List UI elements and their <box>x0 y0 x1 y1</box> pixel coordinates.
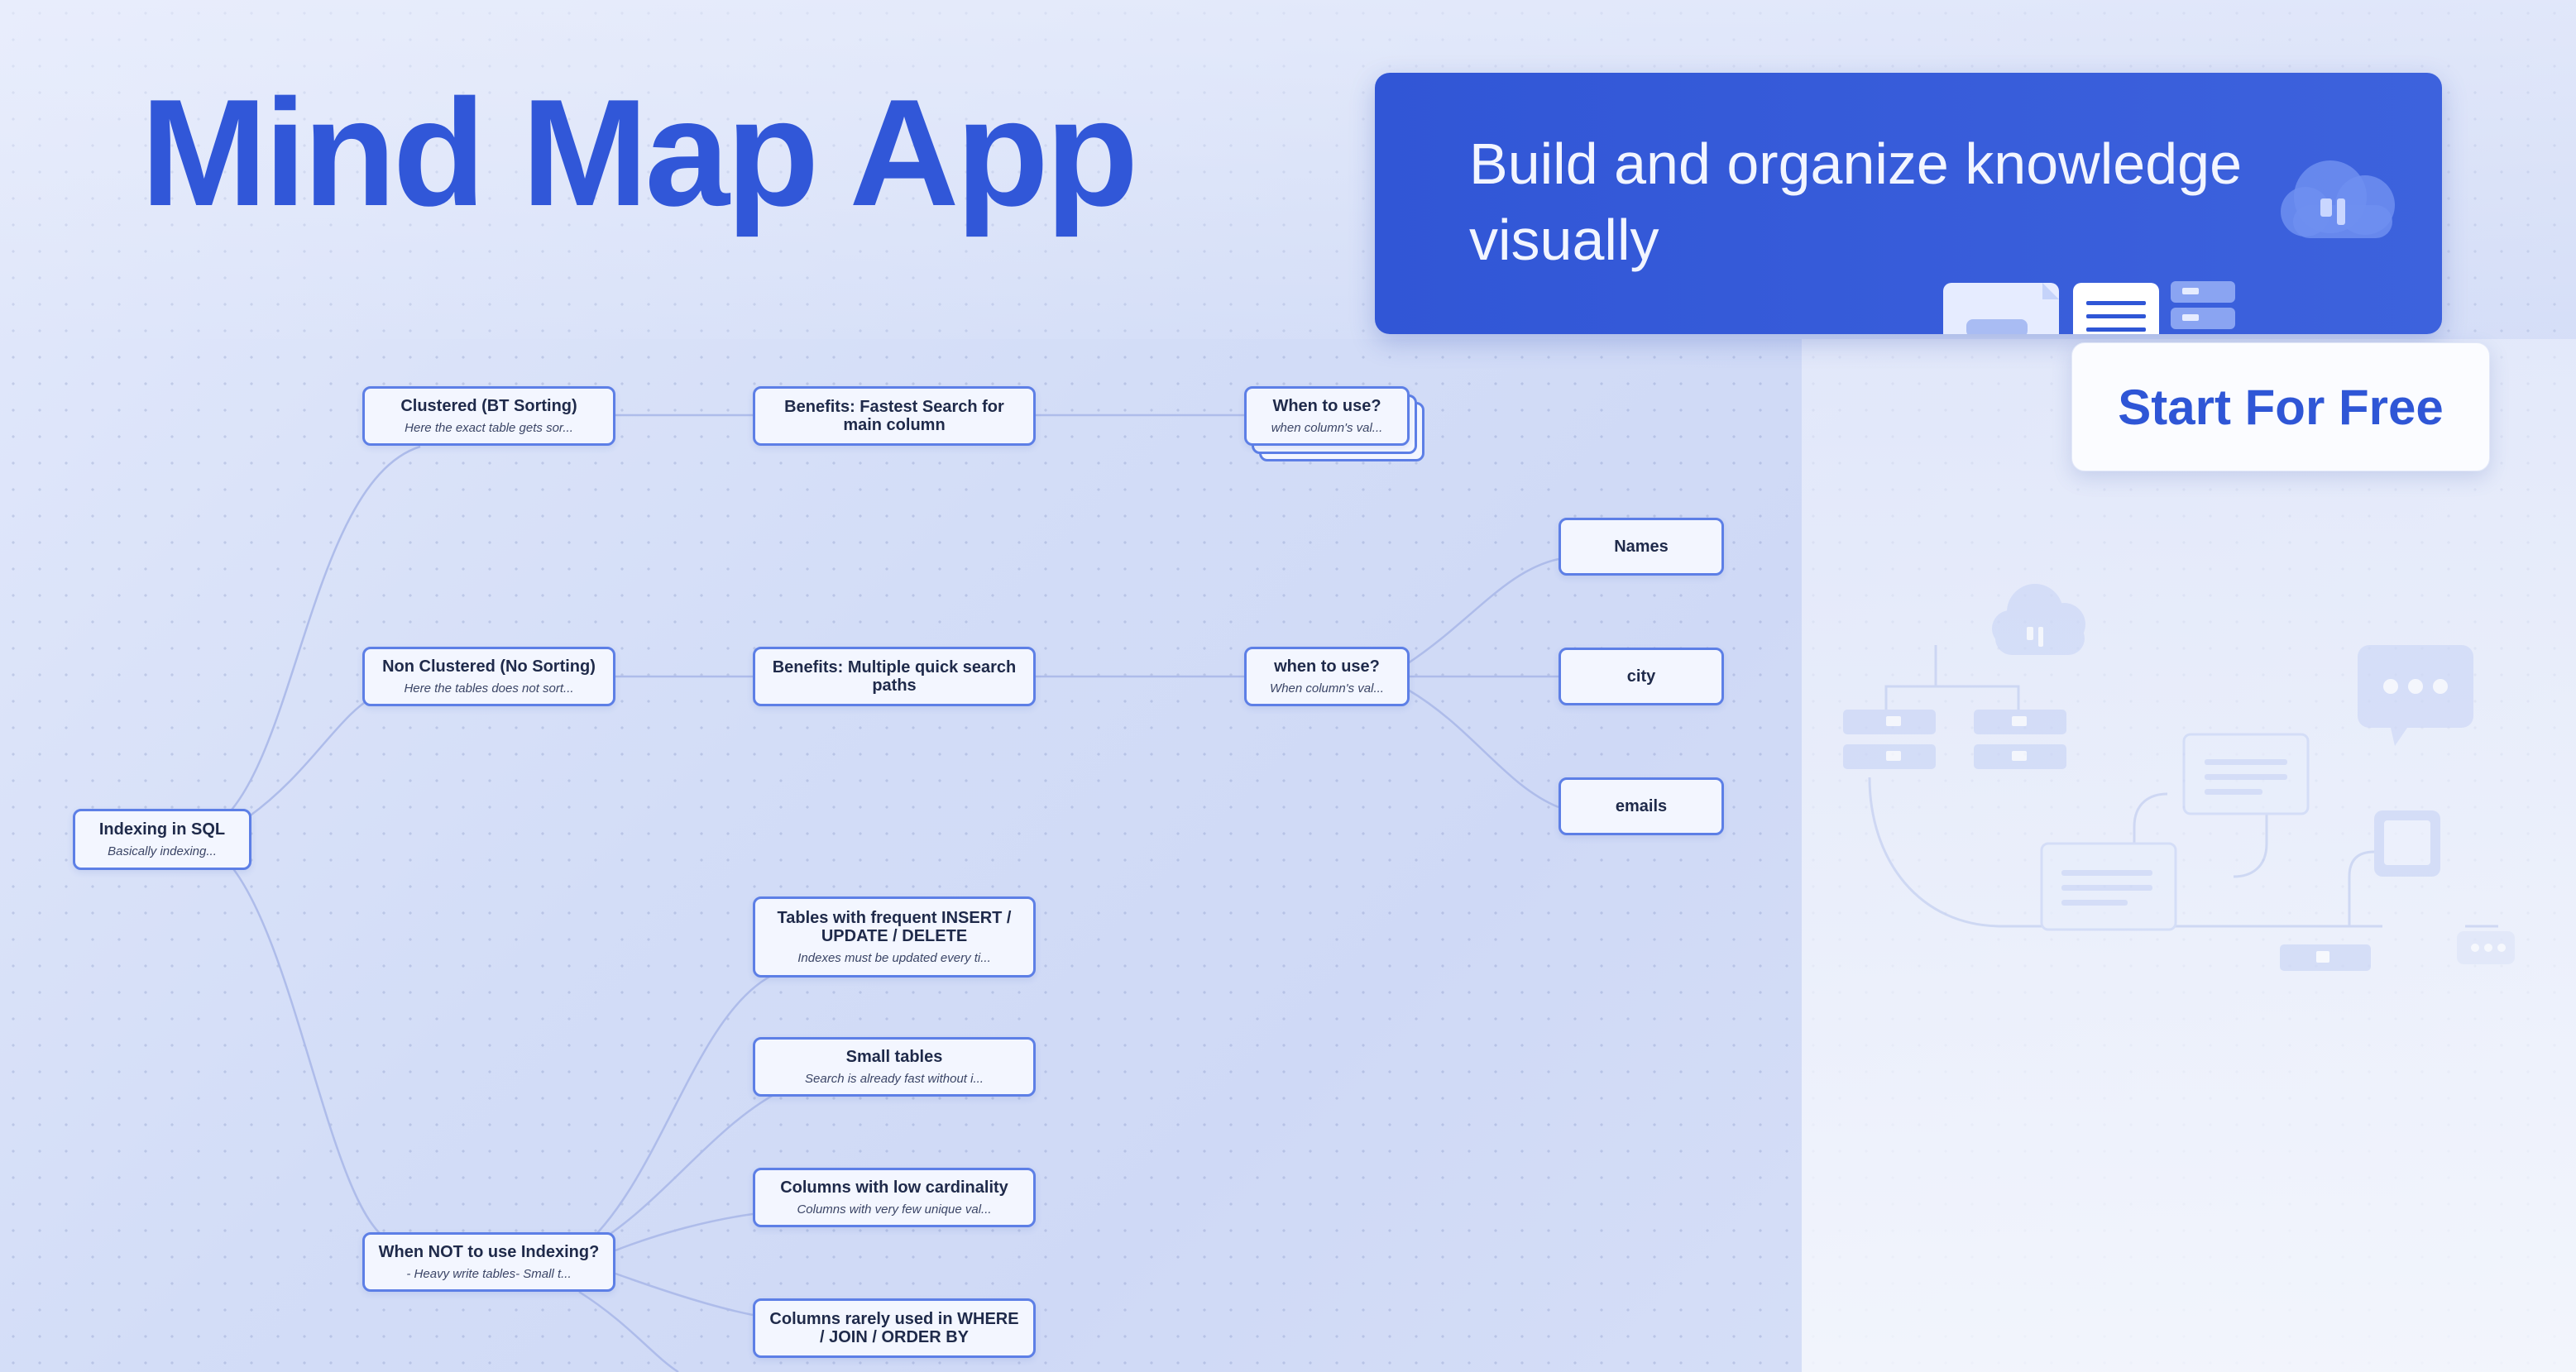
mindmap-node-emails[interactable]: emails <box>1559 777 1724 835</box>
menu-lines-icon <box>2073 283 2159 334</box>
tagline-banner: Build and organize knowledge visually <box>1375 73 2442 334</box>
mindmap-node-rarely-used[interactable]: Columns rarely used in WHERE / JOIN / OR… <box>753 1298 1036 1358</box>
node-title: Names <box>1614 538 1669 556</box>
chat-bubble-icon <box>2358 645 2473 746</box>
node-title: Columns rarely used in WHERE / JOIN / OR… <box>769 1310 1019 1346</box>
mindmap-node-root[interactable]: Indexing in SQL Basically indexing... <box>73 809 251 870</box>
mindmap-node-frequent-write[interactable]: Tables with frequent INSERT / UPDATE / D… <box>753 896 1036 978</box>
stacked-cards-icon <box>2171 281 2235 329</box>
mindmap-node-city[interactable]: city <box>1559 648 1724 705</box>
document-icon <box>1943 283 2059 334</box>
node-note: - Heavy write tables- Small t... <box>406 1267 572 1281</box>
mindmap-node-low-cardinality[interactable]: Columns with low cardinality Columns wit… <box>753 1168 1036 1227</box>
illustration-panel <box>1802 339 2576 1372</box>
start-for-free-button[interactable]: Start For Free <box>2071 342 2490 471</box>
node-title: city <box>1626 667 1656 686</box>
node-title: Columns with low cardinality <box>780 1178 1008 1197</box>
node-title: Clustered (BT Sorting) <box>400 397 577 415</box>
node-note: When column's val... <box>1270 681 1384 696</box>
tagline-text: Build and organize knowledge visually <box>1469 131 2242 272</box>
mindmap-node-benefit-multi[interactable]: Benefits: Multiple quick search paths <box>753 647 1036 706</box>
cloud-icon <box>1992 584 2085 655</box>
node-title: Benefits: Multiple quick search paths <box>772 658 1017 695</box>
node-note: Search is already fast without i... <box>805 1072 984 1086</box>
node-note: Basically indexing... <box>108 844 217 858</box>
node-title: When NOT to use Indexing? <box>378 1243 600 1261</box>
page-title: Mind Map App <box>141 67 1138 237</box>
node-title: emails <box>1615 797 1668 815</box>
flowchart-illustration <box>1843 584 2515 971</box>
node-note: Here the tables does not sort... <box>404 681 574 696</box>
node-title: Non Clustered (No Sorting) <box>382 657 596 676</box>
tablet-icon <box>2374 810 2440 877</box>
node-title: Tables with frequent INSERT / UPDATE / D… <box>777 909 1012 945</box>
mindmap-node-benefit-fast[interactable]: Benefits: Fastest Search for main column <box>753 386 1036 446</box>
node-note: when column's val... <box>1271 421 1383 435</box>
mindmap-node-small-tables[interactable]: Small tables Search is already fast with… <box>753 1037 1036 1097</box>
mindmap-node-when-use-1[interactable]: When to use? when column's val... <box>1244 386 1410 446</box>
node-note: Columns with very few unique val... <box>797 1202 992 1217</box>
node-note: Indexes must be updated every ti... <box>797 951 991 965</box>
mindmap-node-when-not[interactable]: When NOT to use Indexing? - Heavy write … <box>362 1232 615 1292</box>
node-note: Here the exact table gets sor... <box>405 421 573 435</box>
mindmap-node-names[interactable]: Names <box>1559 518 1724 576</box>
node-title: Small tables <box>845 1048 943 1066</box>
mindmap-node-when-use-2[interactable]: when to use? When column's val... <box>1244 647 1410 706</box>
node-title: When to use? <box>1272 397 1381 415</box>
node-title: when to use? <box>1274 657 1380 676</box>
cloud-icon <box>2281 160 2395 238</box>
node-title: Benefits: Fastest Search for main column <box>784 398 1004 434</box>
mindmap-node-nonclustered[interactable]: Non Clustered (No Sorting) Here the tabl… <box>362 647 615 706</box>
mindmap-node-clustered[interactable]: Clustered (BT Sorting) Here the exact ta… <box>362 386 615 446</box>
node-title: Indexing in SQL <box>98 820 226 839</box>
